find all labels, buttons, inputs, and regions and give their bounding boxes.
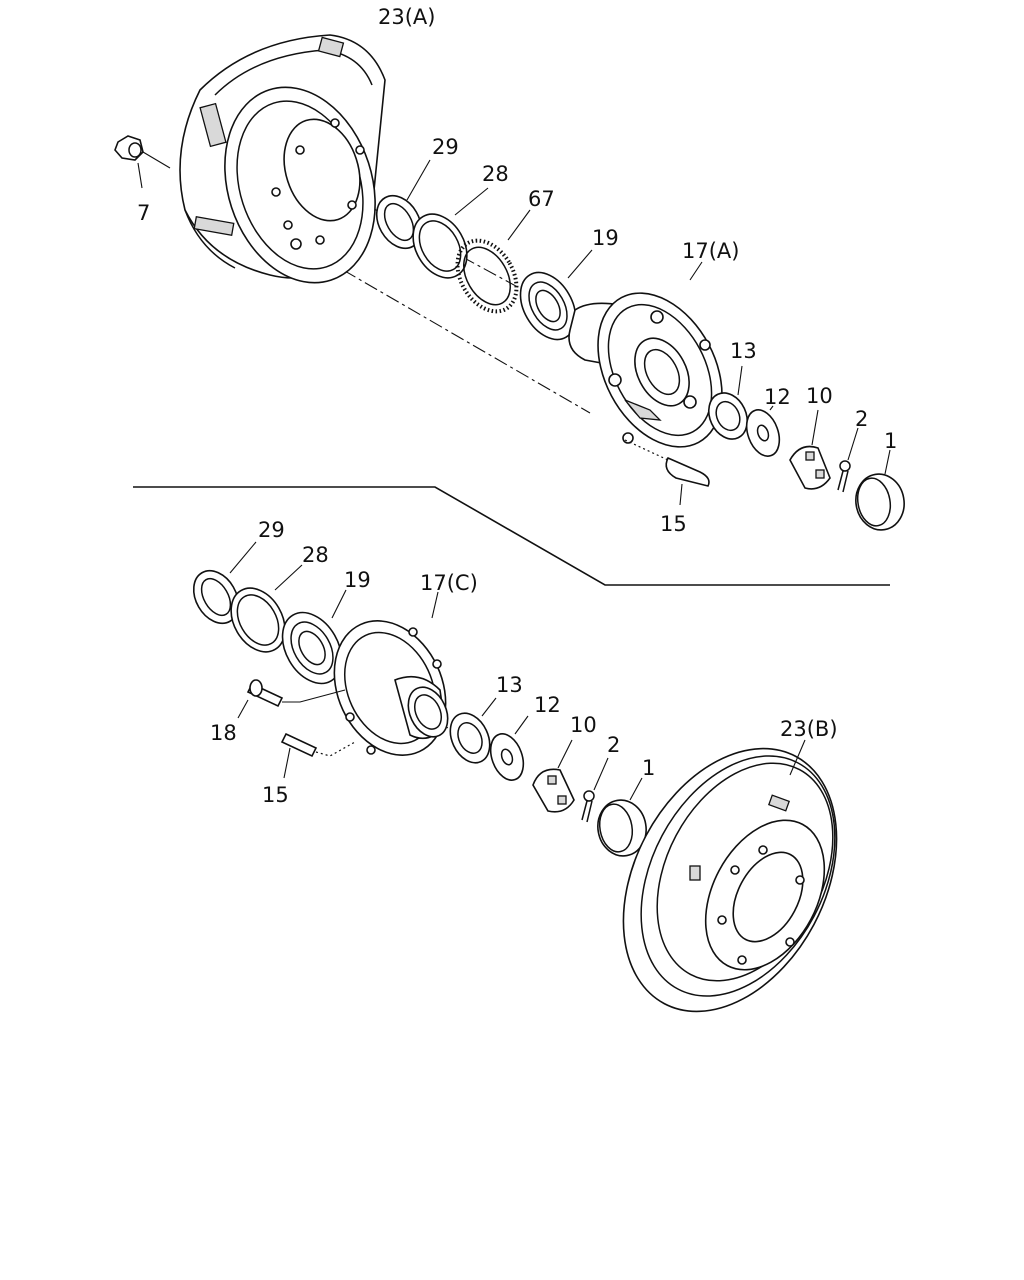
callout-13-lower: 13 — [496, 673, 523, 697]
hub-17a — [568, 261, 723, 448]
washer-12-lower — [489, 715, 529, 781]
callout-19-upper: 19 — [592, 226, 619, 250]
callout-13-upper: 13 — [730, 339, 757, 363]
lower-assembly — [192, 541, 838, 1013]
hub-17c — [333, 591, 449, 756]
cap-1-lower — [597, 777, 647, 857]
tone-ring-67 — [455, 209, 531, 314]
callout-1-lower: 1 — [642, 756, 655, 780]
callout-10-upper: 10 — [806, 384, 833, 408]
callout-28-upper: 28 — [482, 162, 509, 186]
callout-15-lower: 15 — [262, 783, 289, 807]
brake-drum-23b — [622, 739, 838, 1013]
callout-12-lower: 12 — [534, 693, 561, 717]
seal-29-lower — [192, 541, 257, 625]
callout-29-upper: 29 — [432, 135, 459, 159]
callout-15-upper: 15 — [660, 512, 687, 536]
ring-28-upper — [412, 187, 489, 279]
cotter-pin-2-lower — [581, 757, 609, 823]
callout-18: 18 — [210, 721, 237, 745]
callout-28-lower: 28 — [302, 543, 329, 567]
stud-bolt-15-lower — [280, 732, 356, 779]
bearing-19-upper — [519, 249, 593, 341]
callout-12-upper: 12 — [764, 385, 791, 409]
bolt-18 — [237, 679, 346, 719]
section-divider-line — [133, 486, 890, 586]
callout-7-upper: 7 — [137, 201, 150, 225]
washer-12-upper — [745, 405, 781, 457]
upper-assembly — [114, 34, 905, 531]
bearing-13-lower — [449, 697, 497, 764]
callout-23b: 23(B) — [780, 717, 838, 741]
callout-10-lower: 10 — [570, 713, 597, 737]
callout-17c: 17(C) — [420, 571, 478, 595]
callout-1-upper: 1 — [884, 429, 897, 453]
callout-67: 67 — [528, 187, 555, 211]
cotter-pin-2-upper — [837, 427, 859, 493]
callout-labels: 23(A) 7 29 28 67 19 17(A) 13 12 10 2 1 1… — [137, 5, 897, 807]
cap-1-upper — [855, 449, 905, 531]
bearing-19-lower — [281, 589, 347, 685]
upper-axis-line — [299, 244, 591, 414]
callout-29-lower: 29 — [258, 518, 285, 542]
callout-19-lower: 19 — [344, 568, 371, 592]
callout-2-lower: 2 — [607, 733, 620, 757]
bearing-13-upper — [707, 365, 749, 440]
castle-nut-10-upper — [789, 409, 831, 490]
castle-nut-10-lower — [532, 739, 575, 813]
nut-7 — [114, 135, 171, 189]
ring-28-lower — [230, 564, 303, 653]
callout-2-upper: 2 — [855, 407, 868, 431]
stud-bolt-15-upper — [624, 439, 710, 506]
callout-17a: 17(A) — [682, 239, 739, 263]
seal-29-upper — [375, 159, 431, 250]
callout-23a: 23(A) — [378, 5, 435, 29]
brake-drum-23a — [179, 34, 386, 284]
